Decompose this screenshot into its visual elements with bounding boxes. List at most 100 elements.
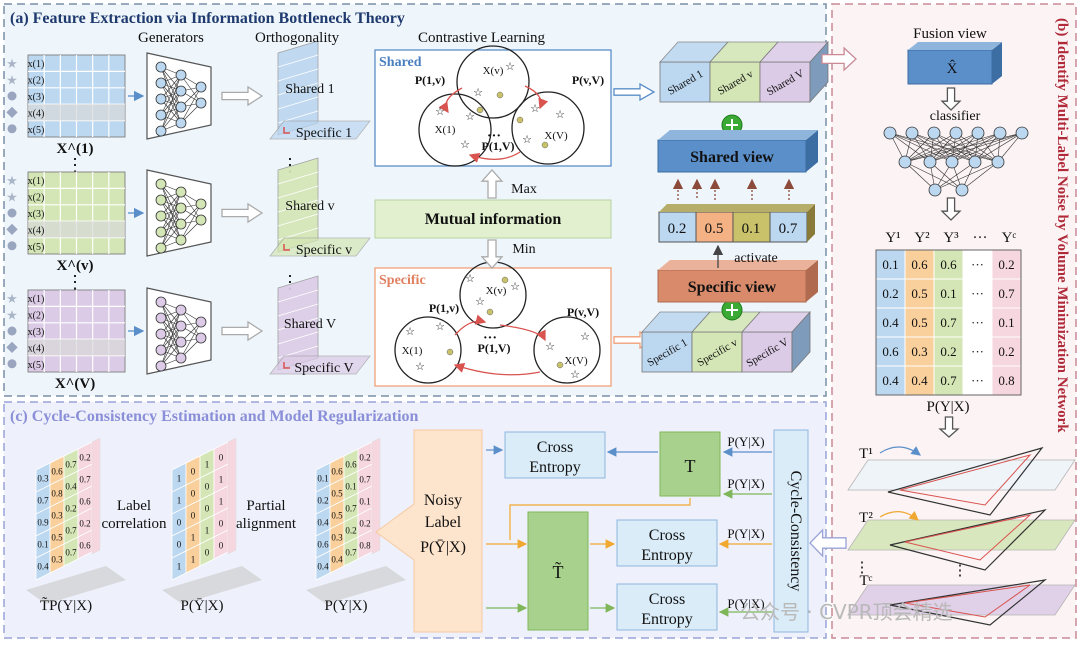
fusion-view-box [907,49,993,85]
row-label: x(5) [28,125,45,136]
ellipsis-icon: ⋮ [953,563,968,579]
p-label: P(1,V) [482,139,515,153]
pyx-label: P(Y|X) [727,476,764,491]
point-icon [446,348,454,356]
star-icon: ★ [6,308,18,323]
matrix-side [91,437,101,555]
star-icon: ☆ [570,369,580,381]
circle-icon [7,241,17,251]
matrix-value: 1 [205,460,210,470]
specific-view-box [657,269,807,303]
t-label: T [685,456,696,476]
ellipsis-icon: ⋮ [66,272,84,292]
t-tilde-label: T̃ [553,560,564,582]
shared-view-top [658,130,818,140]
arrow [499,324,546,342]
table-value: 0.4 [882,315,899,330]
mutual-information-label: Mutual information [425,211,562,228]
matrix-shadow [26,566,126,604]
matrix-side [371,437,381,555]
cross-entropy-line2: Entropy [641,547,693,564]
point-icon [516,116,524,124]
cluster-circle [533,316,601,384]
table-value: ··· [971,286,984,301]
matrix-value: 0.9 [37,518,49,528]
matrix-value: 1 [219,497,224,507]
cluster-circle [456,45,530,119]
activation-cell [658,211,697,243]
matrix-ttilde-p: 0.30.60.70.20.70.80.40.70.90.30.20.60.10… [26,437,126,614]
specific-view-label: Specific view [688,279,777,296]
ellipsis-icon: ··· [483,331,497,346]
nn-node [155,328,167,340]
panel-c-title: (c) Cycle-Consistency Estimation and Mod… [10,408,419,425]
table-value: 0.6 [911,257,928,272]
matrix-value: 0.3 [51,555,63,565]
activation-value: 0.1 [742,221,761,237]
matrix-value: 0.1 [317,474,328,484]
ellipsis-icon: ⋮ [66,155,84,175]
matrix-highlight-row [28,221,125,238]
label-correlation-line2: correlation [102,516,167,532]
plane-grid [277,331,319,345]
table-value: ··· [971,257,984,272]
right-angle-mark [283,127,290,134]
x-label: X(V) [564,355,588,367]
ellipsis-icon: ··· [487,129,501,144]
arrow [879,510,919,521]
simplex-plane-2 [847,519,1076,551]
matrix-highlight-row [28,339,125,356]
point-icon [496,91,504,99]
matrix-value: 0.8 [51,489,63,499]
matrix-value: 1 [191,533,196,543]
simplex-inner [904,584,1031,618]
star-icon: ☆ [530,103,540,115]
matrix-value: 0 [191,467,196,477]
matrix-value: 0 [219,541,224,551]
slab-face [659,61,711,103]
star-icon: ☆ [460,139,470,151]
star-icon: ☆ [522,134,532,146]
nn-node [955,183,969,197]
matrix-value: 0 [177,540,182,550]
shared-label: Shared V [284,317,336,332]
block-arrow [809,528,847,558]
table-value: 0.4 [911,373,928,388]
specific-view-top [658,260,818,270]
slab-face [759,61,811,103]
p-label: P(1,v) [429,301,459,315]
row-label: x(4) [28,108,45,119]
contrastive-heading: Contrastive Learning [418,30,546,46]
nn-node [905,126,919,140]
table-cell [904,365,935,396]
nn-edge [160,74,182,116]
x-label: X(1) [402,345,423,357]
activation-value: 0.2 [668,221,687,237]
plane-grid [277,317,319,331]
matrix-value: 0.6 [79,497,91,507]
max-arrow [480,169,504,199]
nn-node [928,183,942,197]
p-label: P(v,V) [567,305,599,319]
table-value: 0.2 [940,344,956,359]
star-icon: ★ [6,56,18,71]
table-value: 0.5 [911,315,927,330]
mutual-information-box [374,199,612,239]
nn-node [945,155,959,169]
circle-icon [7,359,17,369]
row-label: x(4) [28,225,45,236]
matrix-value: 0.7 [345,504,357,514]
nn-node [155,312,167,324]
star-icon: ☆ [435,321,445,333]
nn-edge [160,309,182,367]
nn-edge [180,203,202,241]
nn-node [175,117,187,129]
generators-heading: Generators [138,30,204,46]
matrix-value: 0 [219,453,224,463]
arrow [454,314,487,336]
p-label: P(1,v) [415,73,445,87]
row-label: x(1) [28,294,45,305]
matrix-label: X^(1) [56,141,93,157]
